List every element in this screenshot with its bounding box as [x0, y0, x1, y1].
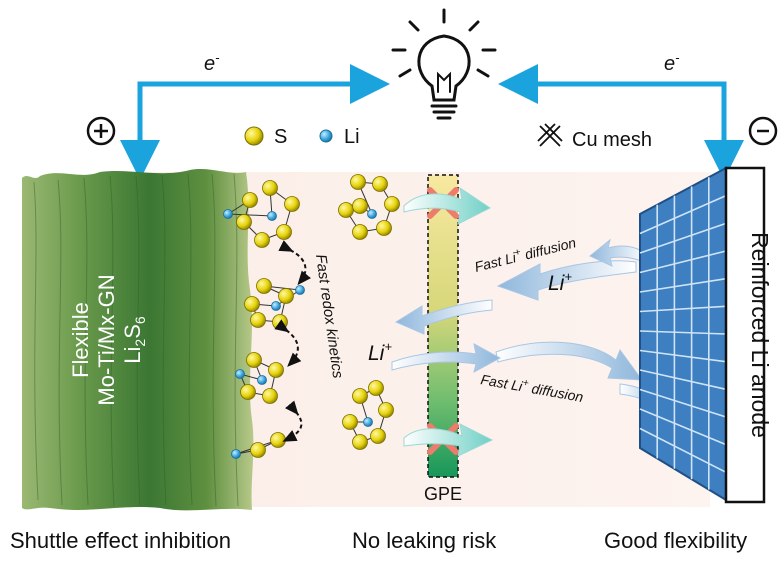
sulfur-atom [352, 434, 368, 450]
down-arrow-left [131, 150, 149, 166]
sulfur-atom [384, 196, 400, 212]
lithium-atom [271, 301, 281, 311]
bond-line [227, 213, 273, 217]
legend: S Li Cu mesh [244, 123, 652, 151]
lithium-atom [367, 209, 377, 219]
molecule-cluster-5 [338, 174, 400, 240]
sulfur-atom [246, 352, 262, 368]
electron-label-right: e- [664, 50, 680, 75]
anode-label-box: Reinforced Li anode [724, 166, 773, 504]
sulfur-atom [372, 176, 388, 192]
gpe-label: GPE [424, 484, 462, 504]
sulfur-atom [256, 278, 272, 294]
sulfur-atom [272, 314, 288, 330]
anode-label: Reinforced Li anode [747, 232, 773, 438]
sulfur-atom [338, 202, 354, 218]
sulfur-atom [370, 428, 386, 444]
cu-mesh-anode [639, 166, 727, 502]
mesh-line [639, 349, 727, 363]
lithium-atom [363, 417, 373, 427]
light-bulb-icon [391, 8, 497, 120]
diffusion-arrow-left-upper [496, 260, 637, 301]
lithium-atom [231, 449, 241, 459]
molecule-cluster-4 [231, 432, 286, 459]
sulfur-atom [342, 414, 358, 430]
cathode-label: Flexible Mo-Ti/Mx-GN Li2S6 [68, 274, 148, 405]
li-ion-arrow-left [394, 299, 493, 335]
li-ion-arrow-right [391, 343, 502, 373]
sulfur-atom [242, 192, 258, 208]
sulfur-atom [268, 362, 284, 378]
sulfur-atom [250, 442, 266, 458]
sulfur-atom [284, 196, 300, 212]
mesh-line [639, 194, 727, 235]
sulfur-atom [240, 384, 256, 400]
sulfur-atom [368, 380, 384, 396]
svg-text:Mo-Ti/Mx-GN: Mo-Ti/Mx-GN [94, 274, 119, 405]
polysulfide-molecules [223, 174, 400, 459]
plus-circle-icon [86, 116, 116, 146]
mesh-line [639, 250, 727, 274]
redox-arrows [274, 240, 312, 442]
electron-label-left: e- [204, 50, 220, 75]
molecule-cluster-6 [342, 380, 394, 450]
lithium-atom [223, 209, 233, 219]
mesh-line [639, 388, 727, 418]
sulfur-atom [276, 224, 292, 240]
mesh-line [639, 369, 727, 391]
li-ion-label-right: Li+ [548, 269, 572, 295]
li-ion-label-left: Li+ [368, 339, 392, 365]
sulfur-atom [270, 432, 286, 448]
sulfur-atom [278, 288, 294, 304]
sulfur-atom [262, 180, 278, 196]
sulfur-atom [250, 312, 266, 328]
mesh-line [639, 277, 727, 293]
sulfur-atom [352, 388, 368, 404]
sulfur-atom [352, 224, 368, 240]
sulfur-atom [262, 388, 278, 404]
legend-sulfur-label: S [274, 126, 287, 148]
sulfur-atom [236, 214, 252, 230]
legend-lithium-label: Li [344, 126, 360, 148]
sulfur-legend-icon [244, 126, 264, 146]
lithium-legend-icon [319, 129, 333, 143]
caption-no-leaking: No leaking risk [352, 528, 497, 553]
blocked-arrow-top [403, 186, 491, 225]
lithium-atom [235, 369, 245, 379]
sulfur-atom [244, 296, 260, 312]
svg-text:Flexible: Flexible [68, 302, 93, 378]
sulfur-atom [378, 402, 394, 418]
legend-cu-mesh-label: Cu mesh [572, 129, 652, 151]
sulfur-atom [254, 232, 270, 248]
mesh-line [639, 222, 727, 254]
anode-out-arrow [589, 238, 647, 267]
sulfur-atom [376, 220, 392, 236]
cathode-slab [22, 169, 254, 511]
lithium-atom [267, 211, 277, 221]
sulfur-atom [352, 198, 368, 214]
circuit-wires [120, 64, 744, 180]
mesh-line [639, 427, 727, 474]
mesh-line [639, 330, 727, 335]
down-arrow-right [715, 150, 733, 166]
blocked-arrow-bottom [403, 423, 494, 457]
mesh-line [639, 305, 727, 313]
lithium-atom [295, 285, 305, 295]
caption-shuttle-effect: Shuttle effect inhibition [10, 528, 231, 553]
svg-text:Li2S6: Li2S6 [120, 316, 148, 364]
lithium-atom [257, 375, 267, 385]
caption-good-flexibility: Good flexibility [604, 528, 748, 553]
sulfur-atom [350, 174, 366, 190]
cu-mesh-icon [537, 123, 563, 147]
minus-circle-icon [748, 116, 778, 146]
molecule-cluster-1 [223, 180, 300, 248]
mesh-line [639, 408, 727, 446]
